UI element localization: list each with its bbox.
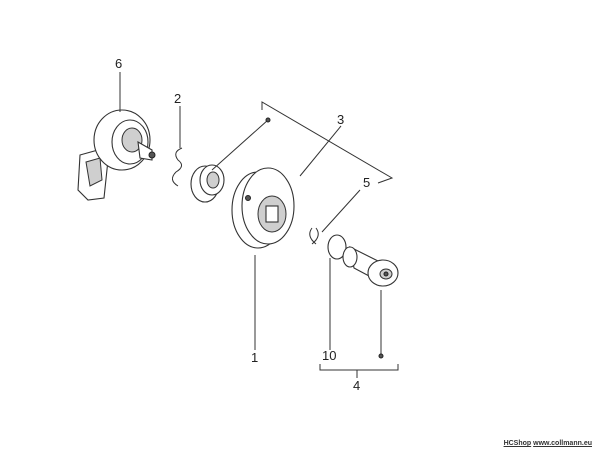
callout-3: 3	[337, 112, 344, 127]
leader-lines	[119, 72, 399, 378]
callout-10: 10	[322, 348, 336, 363]
part-1-lock-body	[231, 167, 295, 249]
footer-watermark: HCShop www.collmann.eu	[504, 440, 592, 447]
part-2-spring-clip	[172, 147, 183, 187]
callout-6: 6	[115, 56, 122, 71]
callout-5: 5	[363, 175, 370, 190]
part-4-key-cylinder	[342, 246, 399, 287]
part-6-lock-housing	[77, 109, 156, 201]
callout-1: 1	[251, 350, 258, 365]
part-5-clip	[309, 227, 319, 245]
part-10-o-ring	[327, 234, 347, 260]
footer-site: www.collmann.eu	[533, 440, 592, 447]
bushing-part	[190, 164, 225, 203]
footer-brand: HCShop	[503, 440, 532, 447]
callout-4: 4	[353, 378, 360, 393]
callout-2: 2	[174, 91, 181, 106]
